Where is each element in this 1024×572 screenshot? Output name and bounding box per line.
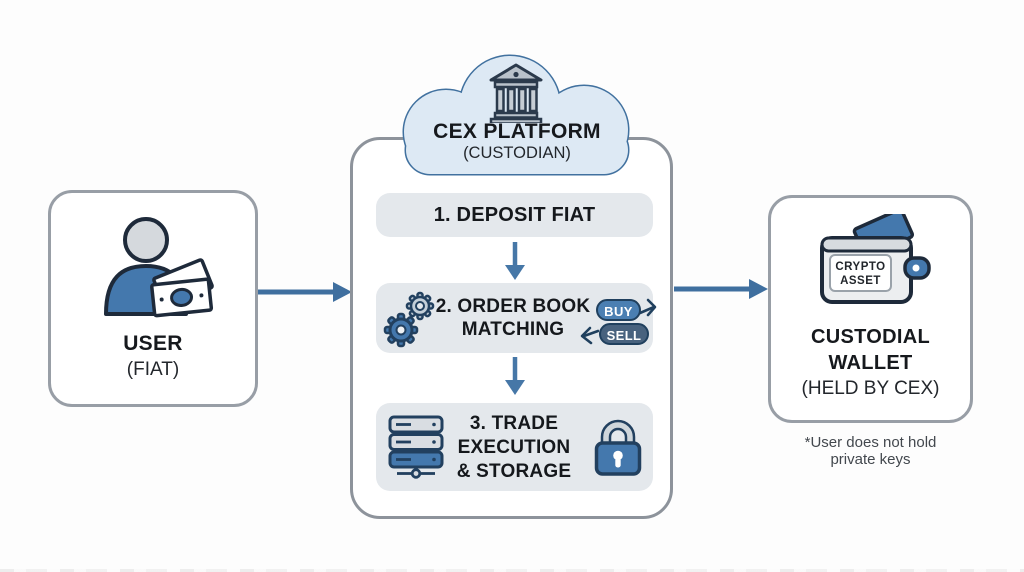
step3-line3: & STORAGE	[456, 461, 572, 482]
sell-badge: SELL	[599, 323, 649, 345]
note-line1: *User does not hold	[804, 434, 937, 451]
arrow-right-icon	[258, 282, 352, 302]
arrow-down-icon	[505, 357, 525, 395]
step-trade-execution-storage: 3. TRADE EXECUTION & STORAGE	[376, 403, 653, 491]
banknote-icon	[150, 258, 214, 318]
cex-cloud: CEX PLATFORM (CUSTODIAN)	[392, 48, 642, 180]
step-deposit-fiat: 1. DEPOSIT FIAT	[376, 193, 653, 237]
private-keys-note: *User does not hold private keys	[768, 434, 973, 468]
step2-line2: MATCHING	[461, 319, 565, 340]
arrow-right-icon	[674, 279, 768, 299]
wallet-card-label-line1: CRYPTO	[835, 261, 885, 273]
buy-arrow-icon	[639, 298, 657, 317]
sell-arrow-icon	[580, 326, 599, 345]
user-box: USER (FIAT)	[48, 190, 258, 407]
arrow-down-icon	[505, 242, 525, 280]
cex-platform-panel: 1. DEPOSIT FIAT	[350, 137, 673, 519]
wallet-card-label-line2: ASSET	[840, 275, 881, 287]
wallet-box-title-line1: CUSTODIAL	[811, 326, 930, 348]
bottom-edge-artifact	[0, 569, 1024, 572]
step2-label: 2. ORDER BOOK MATCHING	[428, 295, 598, 341]
user-box-title: USER	[123, 332, 183, 355]
custodial-wallet-box: CRYPTO ASSET CUSTODIAL WALLET (HELD BY C…	[768, 195, 973, 423]
step1-label: 1. DEPOSIT FIAT	[433, 204, 596, 226]
wallet-box-title-line2: WALLET	[828, 352, 913, 374]
step2-line1: 2. ORDER BOOK	[435, 296, 591, 317]
gears-icon	[383, 291, 435, 348]
step3-line2: EXECUTION	[457, 437, 571, 458]
user-icon	[104, 217, 214, 318]
lock-icon	[594, 419, 642, 476]
note-line2: private keys	[830, 451, 911, 468]
cloud-subtitle: (CUSTODIAN)	[463, 144, 571, 162]
server-icon	[388, 415, 444, 479]
bank-icon	[489, 63, 543, 123]
wallet-icon: CRYPTO ASSET	[820, 214, 931, 304]
step-order-book-matching: 2. ORDER BOOK MATCHING BUY SELL	[376, 283, 657, 353]
cloud-title: CEX PLATFORM	[433, 120, 601, 143]
wallet-box-subtitle: (HELD BY CEX)	[801, 378, 940, 399]
step3-label: 3. TRADE EXECUTION & STORAGE	[429, 412, 599, 484]
buy-badge: BUY	[596, 299, 641, 321]
user-box-subtitle: (FIAT)	[126, 359, 180, 380]
step3-line1: 3. TRADE	[469, 413, 559, 434]
